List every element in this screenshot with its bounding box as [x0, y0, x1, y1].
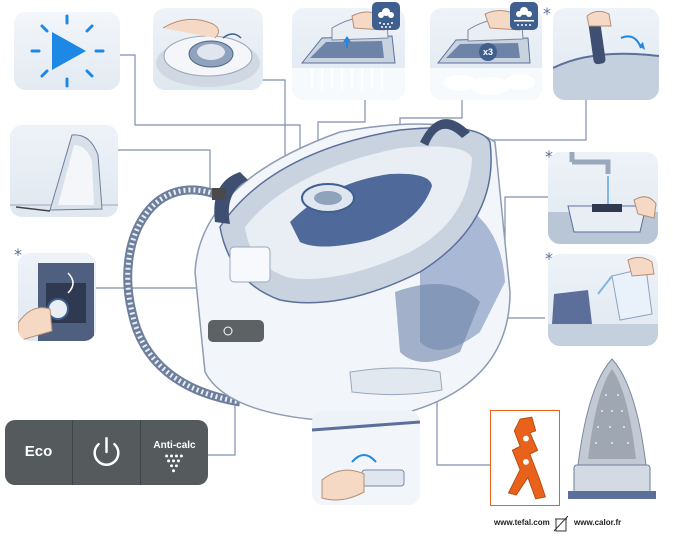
- power-icon: [93, 436, 120, 466]
- fill-with-jug-panel: [548, 254, 658, 346]
- fill-at-tap-panel: [548, 152, 658, 244]
- steam-generator-illustration: [123, 119, 511, 423]
- optional-marker: *: [14, 245, 22, 264]
- power-button[interactable]: [73, 420, 141, 485]
- steam-trigger-panel: [292, 8, 405, 100]
- filling-cap-panel: [153, 8, 263, 90]
- anticalc-drops-icon: [165, 454, 183, 473]
- anticalc-button[interactable]: Anti-calc: [141, 420, 208, 485]
- control-panel: Eco Anti-calc: [5, 420, 208, 485]
- steam-boost-panel: x3: [430, 8, 542, 100]
- recycle-bin-icon: [553, 515, 569, 532]
- iron-soleplate-illustration: [568, 358, 656, 499]
- link-calor[interactable]: www.calor.fr: [574, 518, 622, 527]
- blinking-triangle-icon: [30, 14, 105, 88]
- anticalc-collector-panel: [312, 410, 420, 505]
- anticalc-label: Anti-calc: [153, 440, 196, 451]
- orange-accessory-panel: [490, 410, 560, 506]
- hose-storage-panel: [18, 253, 96, 341]
- steam-icon: [372, 2, 400, 30]
- indicator-light-panel: [14, 12, 120, 90]
- optional-marker: *: [543, 4, 551, 23]
- link-tefal[interactable]: www.tefal.com: [494, 518, 550, 527]
- eco-button[interactable]: Eco: [5, 420, 73, 485]
- lock-system-panel: [553, 8, 659, 100]
- steam-boost-icon: [510, 2, 538, 30]
- boost-multiplier-text: x3: [483, 47, 493, 57]
- iron-on-heel-panel: [10, 125, 118, 217]
- eco-label: Eco: [24, 443, 53, 460]
